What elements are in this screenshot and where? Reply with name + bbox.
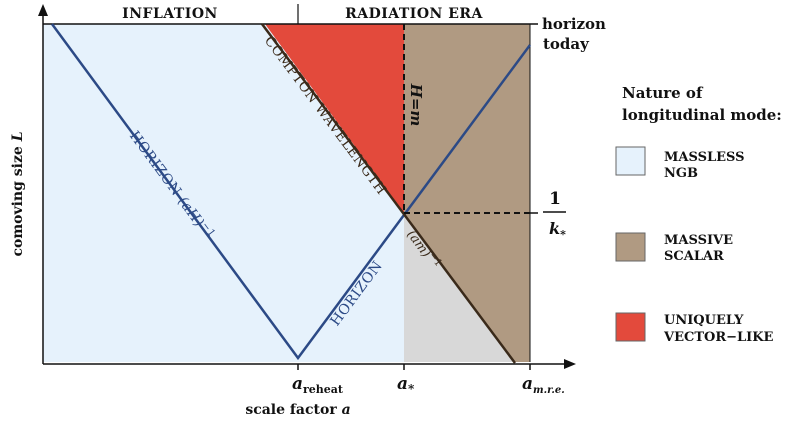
inv-k-denominator: k* (549, 219, 566, 241)
legend-label-massless-line2: NGB (664, 166, 698, 181)
inv-k-numerator: 1 (549, 189, 561, 209)
legend-title-line2: longitudinal mode: (622, 106, 782, 124)
tick-label-a-mre: am.r.e. (522, 374, 565, 396)
region-massive-scalar (404, 24, 530, 362)
legend-swatch-massive (615, 232, 646, 262)
compton-curve (260, 23, 517, 364)
y-axis-arrow (38, 4, 48, 16)
legend-label-vector-line2: VECTOR−LIKE (663, 330, 774, 345)
y-axis-label: comoving size L (10, 131, 26, 256)
horizon-today-line2: today (543, 35, 590, 53)
x-axis-label: scale factor a (245, 402, 350, 418)
h-equals-m-label: H=m (407, 83, 425, 127)
x-axis-arrow (564, 359, 576, 369)
header-inflation: INFLATION (122, 6, 218, 22)
legend-title-line1: Nature of (622, 84, 704, 102)
legend-swatch-massless (615, 146, 646, 176)
legend-label-vector-line1: UNIQUELY (664, 313, 744, 328)
tick-label-a-reheat: areheat (292, 374, 344, 396)
legend-label-massless-line1: MASSLESS (664, 150, 745, 165)
horizon-today-line1: horizon (542, 15, 606, 33)
tick-label-a-star: a* (397, 374, 415, 396)
header-radiation-era: RADIATION ERA (345, 6, 483, 22)
legend-label-massive-line2: SCALAR (664, 249, 724, 264)
region-massless-ngb (43, 24, 404, 362)
legend-swatch-vector (615, 312, 646, 342)
horizon-curve (50, 23, 532, 361)
legend-label-massive-line1: MASSIVE (664, 233, 733, 248)
